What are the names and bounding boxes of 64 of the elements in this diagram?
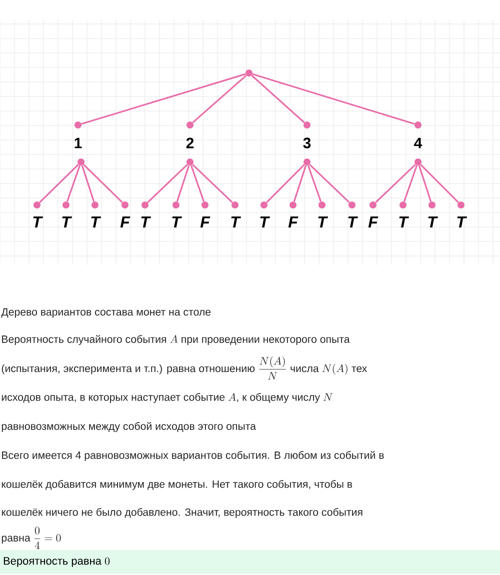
tree-dot [246, 70, 252, 76]
solution-text: равна $\frac{0}{4}=0$ [2, 526, 61, 549]
solution-text: равновозможных между собой исходов этого опыта [2, 422, 256, 432]
outcome-letter: T [428, 216, 438, 228]
outcome-letter: T [348, 216, 358, 228]
outcome-letter: T [33, 216, 44, 228]
tree-branch [81, 165, 95, 202]
branch-number: 4 [414, 138, 422, 148]
tree-dot [414, 158, 422, 166]
tree-branch [190, 165, 205, 202]
solution-text: исходов опыта, в которых наступает событие $A$, к общему числу $N$ [2, 392, 333, 403]
solution-text: Всего имеется 4 равновозможных вариантов события. В любом из событий в [2, 450, 384, 462]
tree-branch [192, 74, 247, 124]
outcome-letter: F [200, 216, 210, 228]
label: $A$ [228, 392, 236, 401]
outcome-letter: T [457, 216, 467, 228]
label: $N$ [323, 393, 333, 401]
solution-text: кошелёк ничего не было добавлено. Значит, вероятность такого события [2, 508, 362, 518]
branch-number: 1 [74, 138, 82, 148]
label: числа [290, 366, 319, 372]
outcome-letter: T [91, 216, 101, 228]
solution-text: кошелёк добавится минимум две монеты. Нет такого события, чтобы в [2, 480, 352, 490]
solution-text: (испытания, эксперимента и т.п.) равна отношению $\frac{N(A)}{N}$ числа $N(A)$ тех [2, 356, 368, 380]
tree-branch [66, 165, 81, 202]
outcome-letter: T [62, 216, 72, 228]
tree-dot [304, 158, 310, 166]
tree-branch [147, 164, 188, 204]
tree-branch [39, 164, 79, 203]
tree-branch [420, 164, 459, 203]
tree-branch [252, 73, 415, 125]
tree-branch [81, 73, 246, 125]
tree-branch [293, 165, 307, 202]
tree-branch [307, 165, 322, 202]
outcome-letter: F [288, 216, 298, 228]
tree-branch [266, 164, 305, 203]
tree-branch [192, 164, 233, 204]
label: , к общему числу [237, 393, 320, 403]
tree-dot [78, 158, 84, 166]
outcome-letter: T [231, 216, 241, 228]
outcome-letter: F [368, 216, 378, 228]
tree-branch [83, 164, 123, 203]
label: $N(A)$ [322, 364, 348, 375]
outcome-letter: T [399, 216, 409, 228]
outcome-letter: T [260, 216, 270, 228]
tree-branch [309, 164, 350, 204]
branch-number: 2 [186, 138, 194, 148]
caption-text: Дерево вариантов состава монет на столе [1, 308, 211, 318]
outcome-letter: T [172, 216, 182, 228]
outcome-letter: F [120, 216, 130, 228]
tree-dot [186, 158, 194, 166]
label: тех [352, 366, 368, 372]
tree-branch [176, 165, 190, 202]
branch-number: 3 [303, 138, 311, 148]
label: $\frac{N(A)}{N}$ [259, 356, 286, 380]
tree-branch [403, 165, 418, 202]
tree-branch [375, 164, 416, 204]
answer-band: Вероятность равна $0$ [0, 550, 500, 574]
tree-branch [418, 165, 432, 202]
solution-text: Вероятность случайного события $A$ при проведении некоторого опыта [2, 334, 350, 346]
label: исходов опыта, в которых наступает событие [2, 393, 225, 403]
tree-branch [251, 74, 305, 124]
label: (испытания, эксперимента и т.п.) равна отношению [2, 364, 255, 374]
outcome-letter: T [141, 216, 151, 228]
outcome-letter: T [318, 216, 328, 228]
